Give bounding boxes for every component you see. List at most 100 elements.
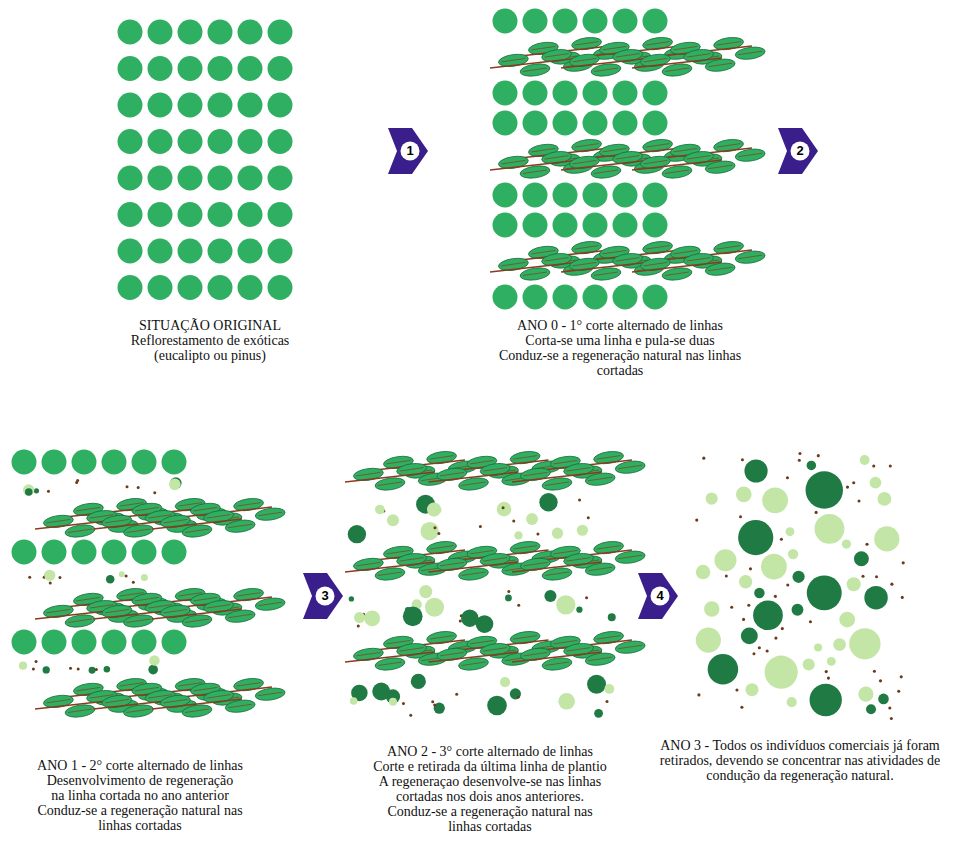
leaf-vein: [127, 619, 151, 623]
tree-canopy: [553, 111, 578, 136]
tree-canopy: [162, 450, 187, 475]
tree-canopy: [118, 166, 143, 191]
leaf-vein: [572, 58, 596, 62]
tree-canopy: [208, 275, 233, 300]
seedling-dot: [725, 575, 728, 578]
leaf-vein: [665, 170, 689, 174]
leaf-vein: [575, 144, 599, 148]
native-tree: [807, 461, 816, 470]
seedling-dot: [536, 532, 539, 535]
tree-canopy: [132, 540, 157, 565]
chevron-body: [388, 128, 428, 174]
native-tree: [806, 471, 843, 508]
tree-canopy: [72, 450, 97, 475]
leaf-vein: [237, 503, 261, 507]
leaf-vein: [430, 456, 454, 460]
leaf-vein: [386, 640, 410, 644]
fallen-trunk: [152, 609, 242, 619]
native-tree: [745, 683, 758, 696]
leaf-vein: [440, 652, 464, 656]
native-tree: [761, 554, 787, 580]
leaf-vein: [545, 572, 569, 576]
leaf-vein: [237, 593, 261, 597]
leaf-vein: [400, 468, 424, 472]
leaf-vein: [531, 46, 555, 50]
native-tree: [708, 654, 739, 685]
leaf-vein: [597, 636, 621, 640]
leaf-vein: [594, 272, 618, 276]
leaf-vein: [378, 482, 402, 486]
tree-canopy: [268, 275, 293, 300]
step-chevron: 3: [303, 573, 343, 619]
native-tree: [786, 527, 795, 536]
leaf-vein: [572, 160, 596, 164]
leaf-vein: [127, 709, 151, 713]
step-chevron: 4: [638, 573, 678, 619]
tree-canopy: [553, 183, 578, 208]
regeneration-plant: [25, 488, 32, 495]
native-tree: [870, 477, 882, 489]
leaf-vein: [531, 148, 555, 152]
leaf-vein: [483, 648, 507, 652]
tree-canopy: [238, 275, 263, 300]
fallen-trunk: [490, 160, 580, 170]
regeneration-plant: [364, 611, 380, 627]
tree-canopy: [493, 9, 518, 34]
regeneration-plant: [375, 505, 385, 515]
leaf-vein: [618, 465, 642, 469]
leaf-vein: [68, 619, 92, 623]
number-disc: [791, 142, 810, 161]
leaf-vein: [602, 250, 626, 254]
regeneration-plant: [348, 525, 366, 543]
native-tree: [839, 612, 855, 628]
regeneration-plant: [487, 696, 507, 716]
tree-canopy: [178, 166, 203, 191]
seedling-dot: [902, 561, 905, 564]
leaf-vein: [567, 558, 591, 562]
native-tree: [787, 697, 797, 707]
seedling-dot: [752, 652, 755, 655]
seedling-dot: [817, 454, 820, 457]
seedling-dot: [766, 649, 769, 652]
seedling-dot: [890, 717, 893, 720]
seedling-dot: [433, 704, 436, 707]
tree-canopy: [178, 275, 203, 300]
tree-canopy: [583, 285, 608, 310]
seedling-dot: [897, 690, 900, 693]
leaf-vein: [237, 683, 261, 687]
regeneration-plant: [556, 595, 575, 614]
leaf-vein: [400, 648, 424, 652]
leaf-vein: [46, 519, 70, 523]
native-tree: [847, 577, 861, 591]
seedling-dot: [697, 693, 700, 696]
seedling-dot: [153, 491, 156, 494]
tree-canopy: [493, 111, 518, 136]
leaf-vein: [430, 636, 454, 640]
leaf-vein: [646, 246, 670, 250]
step-chevron: 2: [778, 128, 818, 174]
native-tree: [815, 514, 845, 544]
native-tree: [803, 658, 815, 670]
seedling-dot: [741, 458, 744, 461]
seedling-dot: [889, 464, 892, 467]
seedling-dot: [758, 646, 761, 649]
seedling-dot: [781, 627, 784, 630]
leaf-vein: [470, 550, 494, 554]
chevron-body: [303, 573, 343, 619]
leaf-vein: [673, 148, 697, 152]
tree-canopy: [238, 202, 263, 227]
tree-canopy: [613, 9, 638, 34]
regeneration-plant: [510, 688, 521, 699]
native-tree: [849, 628, 880, 659]
tree-canopy: [613, 285, 638, 310]
leaf-vein: [602, 148, 626, 152]
tree-canopy: [643, 9, 668, 34]
regeneration-plant: [349, 596, 354, 601]
leaf-vein: [708, 267, 732, 271]
regeneration-plant: [552, 528, 563, 539]
regeneration-plant: [354, 612, 365, 623]
seedling-dot: [479, 525, 482, 528]
tree-canopy: [493, 213, 518, 238]
leaf-vein: [258, 512, 282, 516]
native-tree: [762, 487, 788, 513]
